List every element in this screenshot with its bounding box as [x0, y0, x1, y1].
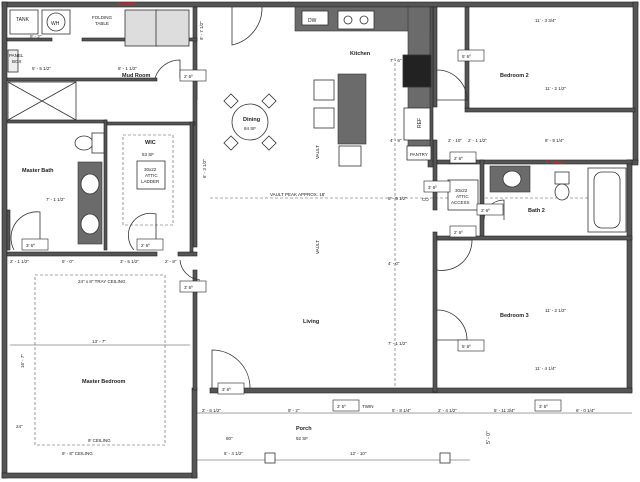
twin-label: TWIN [362, 404, 374, 409]
dim-b2-height: 11' - 2 1/2" [545, 86, 567, 91]
dim-l2: 4' - 0" [388, 261, 400, 266]
dim-b3-height: 11' - 2 1/2" [545, 308, 567, 313]
wh-label: WH [51, 21, 60, 27]
ceiling-98-label: 9' - 8" CEILING [62, 451, 93, 456]
dining-label: Dining [243, 117, 260, 123]
dim-b2-small2: 2' - 1 1/2" [468, 138, 487, 143]
door-tag-mudroom: 2' 6º [184, 74, 193, 79]
dim-mbath: 7' - 1 1/2" [46, 197, 65, 202]
laundry-area [7, 9, 190, 121]
dim-k2: 4' - 9" [390, 138, 402, 143]
bath2-fixtures [489, 165, 627, 233]
pantry-label: PANTRY [410, 152, 428, 157]
dim-k1: 7' - 6" [390, 58, 402, 63]
dim-wic: 3' - 5 1/2" [120, 259, 139, 264]
dim-mud-2: 8' - 1 1/2" [118, 66, 137, 71]
kitchen-cabinets [294, 6, 432, 167]
dim-b2-width: 11' - 3 3/4" [535, 18, 557, 23]
wall-label-top: 6" WALL [118, 2, 138, 8]
vault-peak-label: VAULT PEAK APPROX. 18' [270, 192, 325, 197]
dim-80: 80" [226, 436, 233, 441]
door-tag-b3-closet: 5' 6º [462, 344, 471, 349]
dim-b2-w2: 8' - 9 1/4" [545, 138, 564, 143]
wall-label-bath: 6" WALL [545, 160, 565, 166]
dim-mbed-height: 16' - 7" [20, 354, 25, 368]
dim-mb-2: 2' - 1 1/2" [10, 259, 29, 264]
window-tag-1: 3' 5º [337, 404, 346, 409]
dim-mud-1: 5' - 5 1/2" [32, 66, 51, 71]
door-tag-b2-closet: 5' 6º [462, 54, 471, 59]
dim-left-1: 6' - 3 1/2" [202, 159, 207, 178]
dim-p6: 6' - 0 1/4" [576, 408, 595, 413]
dining-area: 84 SF [244, 126, 256, 131]
co-label: CO [422, 197, 429, 202]
dim-tank: 5' - 2" [30, 34, 42, 39]
dim-p7: 5' - 4 1/2" [224, 451, 243, 456]
door-tag-b2: 2' 6º [454, 156, 463, 161]
door-tag-linen: 3' 6º [428, 185, 437, 190]
ceiling-9-label: 9' CEILING [88, 438, 111, 443]
wic-area: 53 SF [142, 152, 154, 157]
dim-left-2: 9' - 7 1/2" [199, 21, 204, 40]
dw-label: DW [308, 18, 317, 24]
door-tag-mbed: 3' 6º [184, 285, 193, 290]
dim-p8: 12' - 10" [350, 451, 367, 456]
bedroom3-label: Bedroom 3 [500, 313, 529, 319]
tank-label: TANK [16, 17, 30, 23]
dim-l3: 7' - 1 1/2" [388, 341, 407, 346]
ref-label: REF [417, 118, 423, 128]
vault-label-2: VAULT [315, 240, 320, 254]
door-tag-b3: 2' 6º [454, 230, 463, 235]
dim-l1: 5' - 5 1/2" [388, 196, 407, 201]
dim-b2-small: 2' - 10" [448, 138, 462, 143]
master-bedroom-label: Master Bedroom [82, 379, 126, 385]
door-tags: 2' 6º 3' 6º 2' 6º 3' 6º 3' 6º 5' 6º 2' 6… [21, 49, 562, 412]
dim-b3-width: 11' - 4 1/4" [535, 366, 557, 371]
master-bath-label: Master Bath [22, 168, 54, 174]
bedroom2-label: Bedroom 2 [500, 73, 529, 79]
dining-table [223, 93, 277, 151]
dim-p3: 5' - 8 1/4" [392, 408, 411, 413]
dim-p5: 5' - 11 3/4" [494, 408, 516, 413]
door-tag-mbath: 3' 6º [26, 243, 35, 248]
porch-label: Porch [296, 426, 312, 432]
wic-label: WIC [145, 140, 156, 146]
kitchen-label: Kitchen [350, 51, 371, 57]
dim-p1: 2' - 6 1/2" [202, 408, 221, 413]
porch-area: 92 SF [296, 436, 308, 441]
mud-room-label: Mud Room [122, 73, 151, 79]
tray-ceiling-label: 24" x 8" TRAY CEILING [78, 279, 126, 284]
door-tag-front: 3' 6º [222, 387, 231, 392]
dim-p2: 9' - 2" [288, 408, 300, 413]
dim-mb-1: 5' - 0" [62, 259, 74, 264]
living-label: Living [303, 319, 319, 325]
master-bath-fixtures [74, 132, 105, 245]
dim-porch-depth: 5' - 0" [486, 431, 492, 444]
vault-label-1: VAULT [315, 145, 320, 159]
window-tag-2: 3' 5º [539, 404, 548, 409]
dim-24: 24" [16, 424, 23, 429]
dim-p4: 2' - 4 1/2" [438, 408, 457, 413]
dim-mb-3: 2' - 8" [165, 259, 177, 264]
door-tag-bath2: 2' 6º [481, 208, 490, 213]
dim-mbed-width: 13' - 7" [92, 339, 106, 344]
door-tag-wic: 2' 6º [141, 243, 150, 248]
bath2-label: Bath 2 [528, 208, 545, 214]
